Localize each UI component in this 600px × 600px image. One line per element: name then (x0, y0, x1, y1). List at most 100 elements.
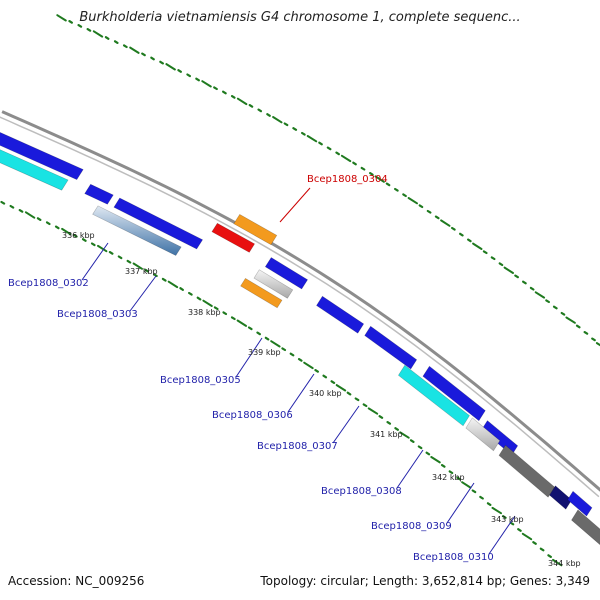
kbp-label: 338 kbp (188, 308, 221, 317)
gene-label-bcep1808_0308[interactable]: Bcep1808_0308 (321, 486, 402, 497)
inner-tick (399, 431, 410, 439)
inner-tick (456, 476, 461, 481)
gene-feature-0302[interactable] (0, 136, 69, 191)
inner-tick (117, 255, 123, 260)
gene-label-bcep1808_0302[interactable]: Bcep1808_0302 (8, 278, 89, 289)
gene-feature-0308[interactable] (398, 364, 470, 427)
inner-tick (54, 225, 60, 230)
outer-tick (374, 175, 385, 183)
gene-feature-0304[interactable] (233, 213, 278, 246)
inner-tick (303, 361, 314, 370)
outer-tick (498, 262, 504, 267)
inner-tick (236, 319, 247, 327)
outer-tick (534, 291, 546, 299)
outer-tick (326, 146, 332, 151)
outer-tick (583, 331, 589, 335)
inner-tick (153, 273, 158, 278)
inner-tick (314, 369, 319, 373)
gene-feature-0305[interactable] (253, 269, 294, 299)
inner-tick (144, 268, 149, 273)
outer-tick (236, 97, 248, 106)
inner-tick (394, 427, 399, 431)
gene-label-bcep1808_0306[interactable]: Bcep1808_0306 (212, 410, 293, 421)
gene-labels[interactable]: Bcep1808_0304Bcep1808_0302Bcep1808_0303B… (8, 174, 516, 563)
gene-label-bcep1808_0307[interactable]: Bcep1808_0307 (257, 441, 338, 452)
outer-tick (407, 197, 418, 205)
gene-feature-0304b[interactable] (211, 222, 256, 253)
gene-label-leader (446, 482, 475, 524)
gene-feature-0301[interactable] (0, 123, 84, 180)
gene-feature-0305b[interactable] (240, 277, 283, 309)
outer-tick (122, 44, 128, 49)
inner-tick (430, 456, 441, 464)
outer-tick (186, 73, 191, 78)
inner-tick (378, 415, 384, 419)
gene-feature-0307[interactable] (364, 325, 418, 370)
inner-tick (425, 451, 431, 456)
outer-tick (529, 286, 535, 291)
gene-feature-0305a[interactable] (264, 257, 309, 290)
kbp-label: 337 kbp (125, 267, 158, 276)
gene-features[interactable] (0, 123, 600, 556)
outer-tick (230, 94, 236, 99)
inner-tick (362, 403, 368, 408)
gene-feature-0310[interactable] (498, 444, 555, 498)
gene-label-leader (488, 515, 516, 555)
inner-tick (256, 331, 261, 336)
inner-tick (0, 200, 6, 205)
gene-feature-0308a[interactable] (422, 365, 486, 422)
outer-tick (545, 299, 551, 304)
inner-tick (367, 407, 379, 415)
inner-tick (354, 397, 360, 402)
inner-tick (179, 287, 184, 291)
gene-label-bcep1808_0309[interactable]: Bcep1808_0309 (371, 521, 452, 532)
inner-tick (539, 547, 545, 552)
accession-text: Accession: NC_009256 (8, 574, 145, 588)
outer-tick (472, 242, 483, 250)
gene-label-bcep1808_0305[interactable]: Bcep1808_0305 (160, 375, 241, 386)
inner-tick (409, 439, 415, 443)
inner-tick (126, 259, 132, 264)
inner-tick (386, 421, 392, 425)
inner-tick (517, 528, 522, 532)
gene-feature-0306[interactable] (316, 295, 365, 334)
inner-tick (270, 340, 281, 348)
inner-tick (18, 209, 24, 213)
inner-tick-marks (0, 200, 563, 567)
inner-tick (552, 558, 563, 567)
inner-tick (264, 336, 270, 341)
outer-tick (521, 280, 527, 285)
gene-feature-0303a[interactable] (113, 197, 204, 250)
gene-label-leader (332, 405, 360, 444)
outer-tick (248, 103, 254, 108)
outer-tick (56, 14, 67, 22)
gene-feature-small-1[interactable] (84, 183, 114, 205)
inner-tick (24, 211, 36, 219)
outer-tick (68, 20, 74, 24)
outer-tick (257, 108, 263, 113)
outer-tick (77, 24, 83, 28)
inner-tick (97, 244, 108, 253)
gene-feature-0303[interactable] (92, 205, 182, 256)
outer-tick (426, 209, 432, 214)
outer-tick (369, 172, 374, 176)
gene-feature-0309[interactable] (465, 417, 501, 452)
gene-label-bcep1808_0303[interactable]: Bcep1808_0303 (57, 309, 138, 320)
inner-tick (161, 277, 167, 282)
gene-label-leader (279, 187, 311, 223)
gene-feature-0310b[interactable] (549, 485, 573, 510)
gene-label-leader (129, 275, 157, 312)
gene-label-leader (396, 449, 424, 489)
outer-tick (266, 113, 271, 117)
inner-tick (196, 296, 202, 301)
inner-tick (132, 262, 143, 270)
gene-feature-0312[interactable] (571, 509, 600, 555)
outer-tick (340, 154, 352, 163)
outer-tick (306, 135, 318, 143)
gene-label-bcep1808_0310[interactable]: Bcep1808_0310 (413, 552, 494, 563)
outer-tick (283, 122, 289, 127)
gene-feature-0311[interactable] (567, 490, 593, 517)
outer-tick-marks (56, 14, 600, 347)
gene-label-bcep1808_0304[interactable]: Bcep1808_0304 (307, 174, 388, 185)
